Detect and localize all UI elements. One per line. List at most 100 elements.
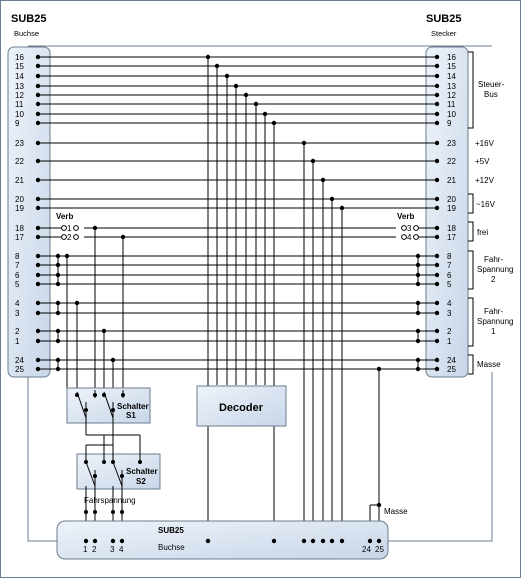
pin-dot — [35, 101, 41, 107]
verb-left-2: 2 — [67, 233, 72, 242]
pin-dot — [434, 253, 440, 259]
label-fahr1-a: Fahr- — [484, 307, 503, 316]
pin-dot — [434, 225, 440, 231]
bottom-pin-4: 4 — [119, 545, 124, 554]
left-pin-number: 18 — [15, 224, 24, 233]
verb-left-label: Verb — [56, 212, 73, 221]
pin-dot — [434, 196, 440, 202]
right-pin-number: 9 — [447, 119, 452, 128]
right-pin-number: 8 — [447, 252, 452, 261]
pin-dot — [434, 338, 440, 344]
left-pin-number: 12 — [15, 91, 24, 100]
bottom-pin-25: 25 — [375, 545, 384, 554]
pin-dot — [35, 310, 41, 316]
label-12v: +12V — [475, 176, 495, 185]
left-pin-number: 23 — [15, 139, 24, 148]
left-pin-number: 10 — [15, 110, 24, 119]
right-pin-number: 4 — [447, 299, 452, 308]
switch-s1-line2: S1 — [126, 411, 136, 420]
label-fahr1-c: 1 — [491, 327, 496, 336]
pin-dot — [35, 120, 41, 126]
pin-dot — [35, 177, 41, 183]
switch-s2 — [76, 453, 161, 490]
bottom-pin-1: 1 — [83, 545, 88, 554]
left-pin-number: 22 — [15, 157, 24, 166]
left-pin-number: 13 — [15, 82, 24, 91]
bottom-pin-2: 2 — [92, 545, 97, 554]
left-pin-number: 15 — [15, 62, 24, 71]
switch-s1-line1: Schalter — [117, 402, 149, 411]
right-pin-number: 20 — [447, 195, 456, 204]
pin-dot — [434, 54, 440, 60]
label-fahr2-a: Fahr- — [484, 255, 503, 264]
pin-dot — [35, 225, 41, 231]
masse-bottom-label: Masse — [384, 507, 408, 516]
left-pin-number: 21 — [15, 176, 24, 185]
right-pin-number: 12 — [447, 91, 456, 100]
pin-dot — [35, 272, 41, 278]
switch-s2-line1: Schalter — [126, 467, 158, 476]
right-pin-number: 10 — [447, 110, 456, 119]
left-pin-number: 8 — [15, 252, 20, 261]
label-5v: +5V — [475, 157, 490, 166]
pin-dot — [434, 300, 440, 306]
verb-left-1: 1 — [67, 224, 72, 233]
left-pin-number: 9 — [15, 119, 20, 128]
pin-dot — [35, 140, 41, 146]
pin-dot — [35, 262, 41, 268]
decoder-label: Decoder — [219, 402, 264, 414]
right-connector-title: SUB25 — [426, 13, 461, 25]
left-pin-number: 1 — [15, 337, 20, 346]
left-pin-number: 5 — [15, 280, 20, 289]
verb-right-4: 4 — [407, 233, 412, 242]
verb-right-3: 3 — [407, 224, 412, 233]
right-pin-number: 1 — [447, 337, 452, 346]
right-pin-number: 13 — [447, 82, 456, 91]
bottom-connector-title: SUB25 — [158, 526, 184, 535]
left-pin-number: 17 — [15, 233, 24, 242]
pin-dot — [434, 310, 440, 316]
pin-dot — [434, 101, 440, 107]
bottom-pin-3: 3 — [110, 545, 115, 554]
left-pin-number: 4 — [15, 299, 20, 308]
left-pin-number: 6 — [15, 271, 20, 280]
right-pin-number: 3 — [447, 309, 452, 318]
right-pin-number: 7 — [447, 261, 452, 270]
left-connector-subtitle: Buchse — [14, 29, 39, 38]
right-pin-number: 22 — [447, 157, 456, 166]
pin-dot — [35, 92, 41, 98]
label-ac16v: ~16V — [476, 200, 496, 209]
pin-dot — [35, 63, 41, 69]
switch-wires — [66, 228, 124, 390]
left-pin-number: 7 — [15, 261, 20, 270]
right-connector — [425, 46, 469, 378]
pin-dot — [35, 338, 41, 344]
label-fahr2-b: Spannung — [477, 265, 513, 274]
right-pin-number: 23 — [447, 139, 456, 148]
left-pin-number: 2 — [15, 327, 20, 336]
left-pin-number: 19 — [15, 204, 24, 213]
pin-dot — [35, 158, 41, 164]
right-pin-number: 2 — [447, 327, 452, 336]
pin-dot — [35, 54, 41, 60]
label-steuer: Steuer- — [478, 80, 505, 89]
pin-dot — [434, 205, 440, 211]
right-pin-number: 15 — [447, 62, 456, 71]
outer-outline — [27, 372, 493, 542]
left-pin-number: 11 — [15, 100, 24, 109]
side-ties — [57, 256, 419, 369]
label-fahr2-c: 2 — [491, 275, 496, 284]
right-pin-number: 24 — [447, 356, 456, 365]
pin-dot — [434, 272, 440, 278]
pin-dot — [35, 73, 41, 79]
left-connector — [7, 46, 51, 378]
pin-dot — [35, 366, 41, 372]
pin-dot — [434, 328, 440, 334]
right-pin-number: 18 — [447, 224, 456, 233]
bottom-connector-subtitle: Buchse — [158, 543, 185, 552]
left-connector-title: SUB25 — [11, 13, 46, 25]
switch-s2-line2: S2 — [136, 477, 146, 486]
verb-right-label: Verb — [397, 212, 414, 221]
pin-dot — [434, 83, 440, 89]
